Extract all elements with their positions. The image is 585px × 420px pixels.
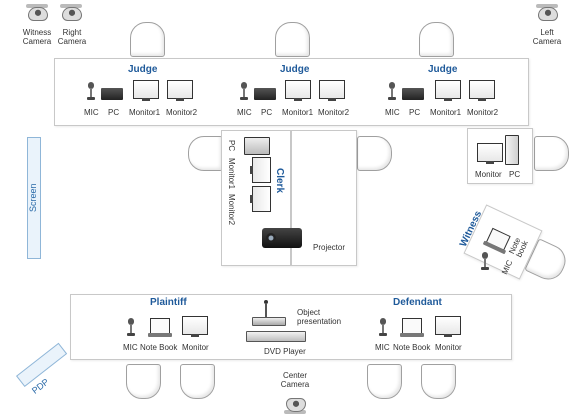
defendant-heading: Defendant xyxy=(393,297,442,308)
projector-icon xyxy=(262,228,302,248)
object-presenter-icon xyxy=(250,300,290,326)
monitor1-label: Monitor1 xyxy=(129,108,161,117)
mic-icon xyxy=(127,318,135,336)
monitor-icon xyxy=(182,316,208,338)
mic-label: MIC xyxy=(237,108,252,117)
clerk-monitor1-label: Monitor1 xyxy=(227,158,236,190)
projector-desk xyxy=(291,130,357,266)
clerk-monitor1-icon xyxy=(249,157,271,183)
plaintiff-heading: Plaintiff xyxy=(150,297,187,308)
pc-label: PC xyxy=(261,108,273,117)
center-camera-icon xyxy=(284,398,306,414)
monitor-icon xyxy=(167,80,193,102)
pc-icon xyxy=(101,88,123,100)
monitor2-label: Monitor2 xyxy=(467,108,499,117)
clerk-chair xyxy=(357,136,392,171)
monitor-icon xyxy=(285,80,311,102)
plaintiff-monitor-label: Monitor xyxy=(182,343,209,352)
defendant-mic-label: MIC xyxy=(375,343,390,352)
pc-label: PC xyxy=(509,170,521,179)
judge-chair xyxy=(419,22,454,57)
monitor-icon xyxy=(435,80,461,102)
pc-label: PC xyxy=(108,108,120,117)
projector-label: Projector xyxy=(313,243,346,252)
mic-icon xyxy=(87,82,95,100)
monitor2-label: Monitor2 xyxy=(318,108,350,117)
mic-icon xyxy=(481,252,489,270)
dvd-player-label: DVD Player xyxy=(264,347,306,356)
right-camera-icon xyxy=(60,4,82,21)
defendant-notebook-label: Note Book xyxy=(393,343,431,352)
monitor-icon xyxy=(319,80,345,102)
monitor-icon xyxy=(477,143,503,165)
clerk-monitor2-icon xyxy=(249,186,271,212)
mic-label: MIC xyxy=(84,108,99,117)
witness-camera-label: Witness Camera xyxy=(22,28,52,46)
judge-heading: Judge xyxy=(128,64,158,75)
pc-label: PC xyxy=(409,108,421,117)
mic-icon xyxy=(240,82,248,100)
counsel-chair xyxy=(421,364,456,399)
judge-heading: Judge xyxy=(428,64,458,75)
notebook-icon xyxy=(400,318,424,340)
notebook-icon xyxy=(148,318,172,340)
monitor1-label: Monitor1 xyxy=(282,108,314,117)
center-camera-label: Center Camera xyxy=(280,371,310,389)
pc-icon xyxy=(402,88,424,100)
monitor1-label: Monitor1 xyxy=(430,108,462,117)
right-camera-label: Right Camera xyxy=(57,28,87,46)
judge-heading: Judge xyxy=(280,64,310,75)
judge-chair xyxy=(130,22,165,57)
clerk-heading: Clerk xyxy=(274,168,285,194)
monitor-icon xyxy=(469,80,495,102)
pc-tower-icon xyxy=(505,135,519,165)
monitor-label: Monitor xyxy=(475,170,502,179)
left-camera-icon xyxy=(536,4,558,21)
monitor2-label: Monitor2 xyxy=(166,108,198,117)
clerk-monitor2-label: Monitor2 xyxy=(227,194,236,226)
monitor-icon xyxy=(133,80,159,102)
plaintiff-notebook-label: Note Book xyxy=(140,343,178,352)
pc-station-chair xyxy=(534,136,569,171)
counsel-chair xyxy=(180,364,215,399)
mic-label: MIC xyxy=(385,108,400,117)
monitor-icon xyxy=(435,316,461,338)
object-presentation-label: Object presentation xyxy=(297,308,342,326)
screen-label: Screen xyxy=(28,183,38,212)
mic-icon xyxy=(388,82,396,100)
plaintiff-mic-label: MIC xyxy=(123,343,138,352)
mic-icon xyxy=(379,318,387,336)
counsel-chair xyxy=(126,364,161,399)
defendant-monitor-label: Monitor xyxy=(435,343,462,352)
projection-screen xyxy=(27,137,41,259)
witness-camera-icon xyxy=(26,4,48,21)
counsel-chair xyxy=(367,364,402,399)
dvd-player-icon xyxy=(246,331,306,342)
clerk-pc-icon xyxy=(244,137,270,155)
judge-chair xyxy=(275,22,310,57)
pc-icon xyxy=(254,88,276,100)
left-camera-label: Left Camera xyxy=(532,28,562,46)
clerk-chair xyxy=(188,136,223,171)
clerk-pc-label: PC xyxy=(227,140,236,152)
